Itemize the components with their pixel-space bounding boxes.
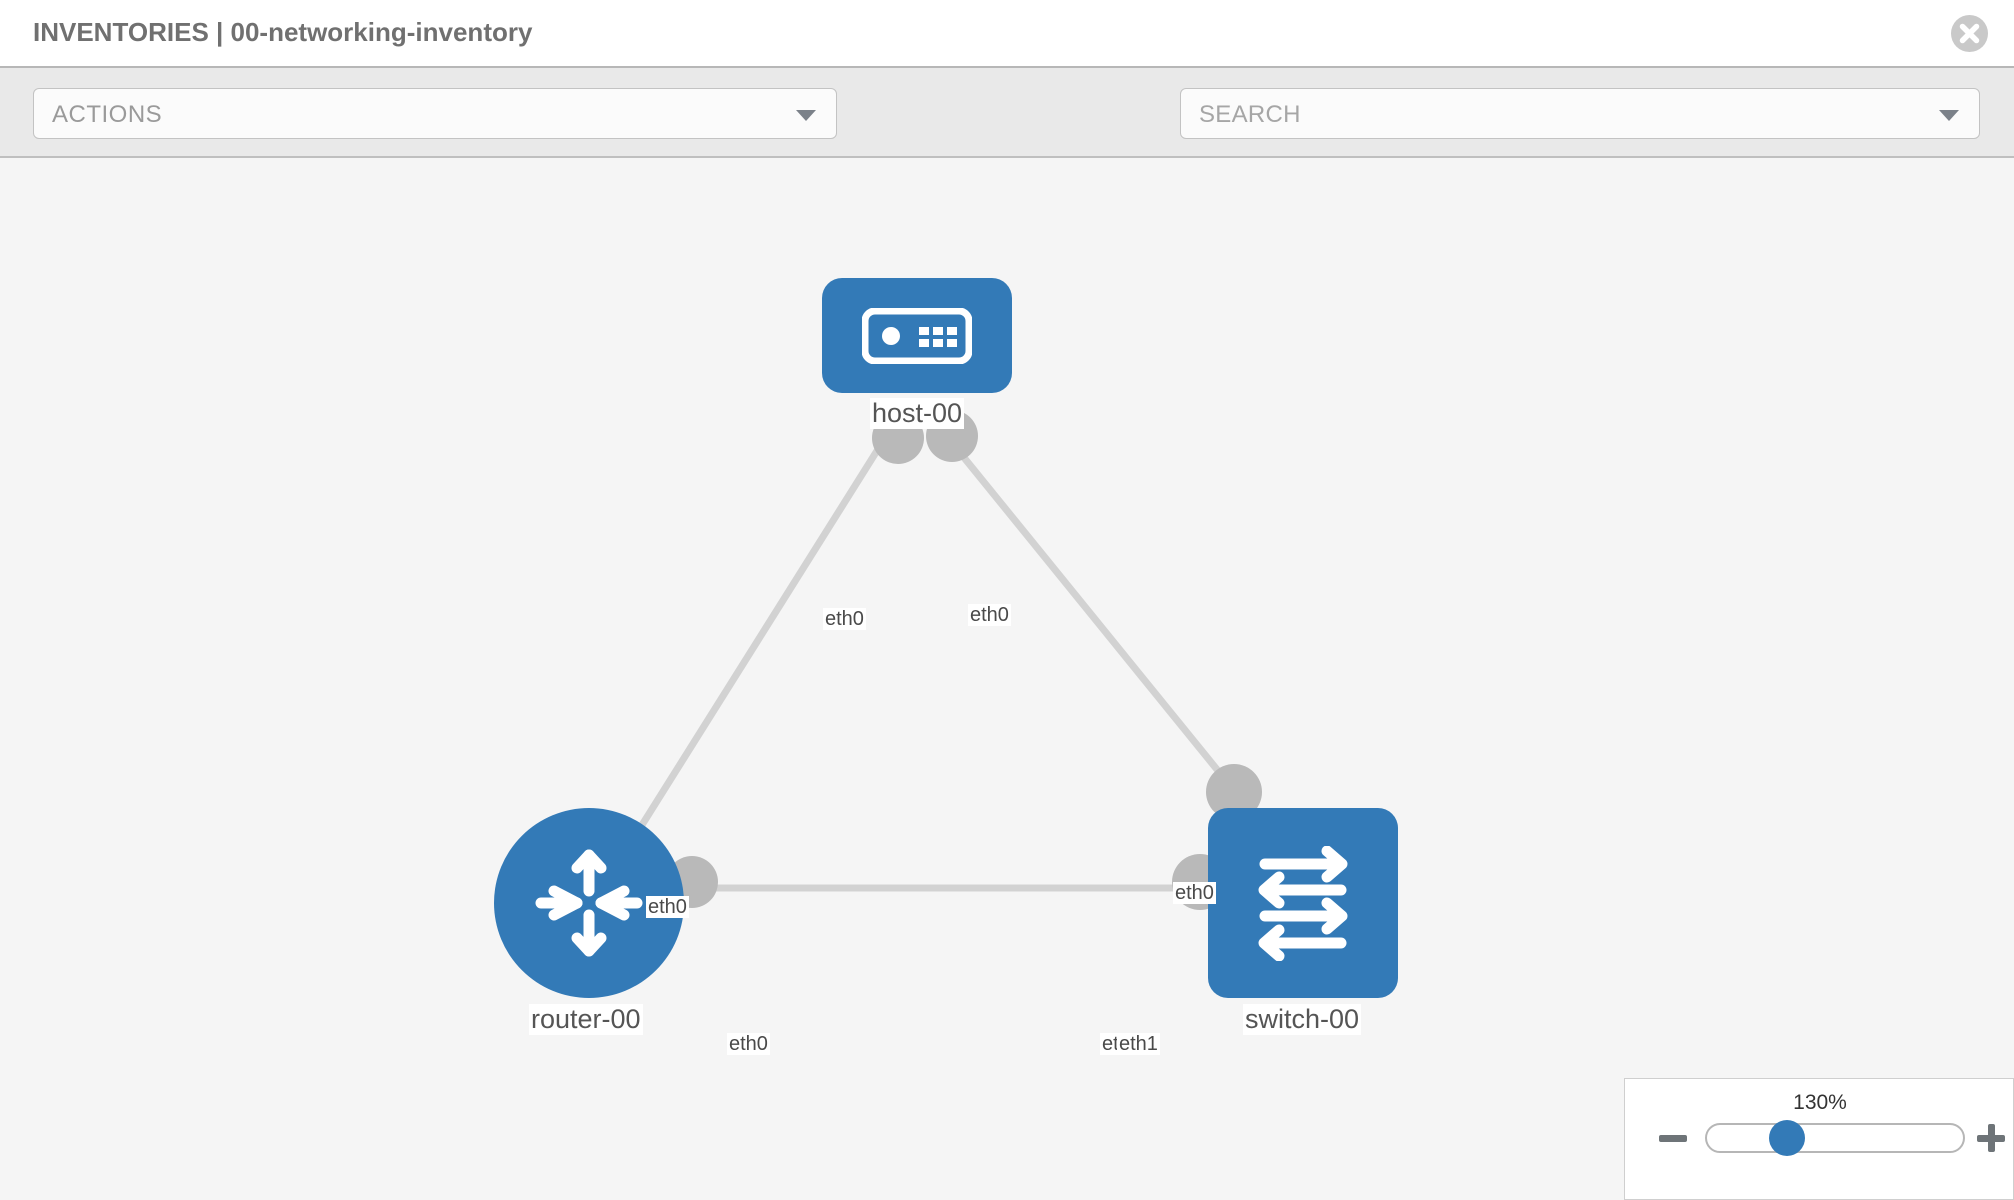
- node-router-00: router-00: [494, 808, 684, 1058]
- zoom-slider-track[interactable]: [1705, 1123, 1965, 1153]
- router-icon: [535, 849, 643, 957]
- toolbar: ACTIONS SEARCH: [0, 68, 2014, 195]
- node-host-00-label: host-00: [870, 398, 965, 429]
- actions-dropdown[interactable]: ACTIONS: [33, 88, 837, 139]
- node-host-00-shape[interactable]: [822, 278, 1012, 393]
- node-switch-00: switch-00: [1208, 808, 1398, 1058]
- search-placeholder: SEARCH: [1199, 101, 1301, 128]
- zoom-out-button[interactable]: [1659, 1135, 1687, 1142]
- switch-icon: [1258, 845, 1347, 961]
- node-switch-00-label: switch-00: [1243, 1004, 1362, 1035]
- edge-label-router-upper: eth0: [646, 896, 689, 919]
- port-switch-top[interactable]: [1206, 764, 1262, 820]
- node-host-00: host-00: [822, 278, 1012, 508]
- link-host-switch[interactable]: [937, 425, 1235, 791]
- chevron-down-icon: [796, 110, 816, 121]
- zoom-slider-thumb[interactable]: [1769, 1120, 1805, 1156]
- actions-dropdown-label: ACTIONS: [52, 101, 163, 128]
- search-input[interactable]: SEARCH: [1180, 88, 1980, 139]
- zoom-control-panel: 130%: [1624, 1078, 2014, 1200]
- zoom-in-button[interactable]: [1977, 1124, 2005, 1152]
- link-host-router[interactable]: [617, 428, 893, 862]
- edge-label-switch-left-b: eth1: [1117, 1033, 1160, 1056]
- zoom-level-value: 130%: [1793, 1091, 1847, 1114]
- page-title: INVENTORIES | 00-networking-inventory: [33, 17, 533, 47]
- edge-label-host-left: eth0: [823, 608, 866, 631]
- node-router-00-label: router-00: [529, 1004, 643, 1035]
- close-icon[interactable]: [1951, 15, 1988, 52]
- node-switch-00-shape[interactable]: [1208, 808, 1398, 998]
- node-router-00-shape[interactable]: [494, 808, 684, 998]
- edge-label-host-right: eth0: [968, 604, 1011, 627]
- edge-label-switch-upper: eth0: [1173, 882, 1216, 905]
- edge-label-router-right: eth0: [727, 1033, 770, 1056]
- chevron-down-icon[interactable]: [1939, 110, 1959, 121]
- server-icon: [862, 307, 972, 364]
- topology-canvas[interactable]: host-00 router-00: [0, 160, 2014, 1200]
- page-header: INVENTORIES | 00-networking-inventory: [0, 0, 2014, 68]
